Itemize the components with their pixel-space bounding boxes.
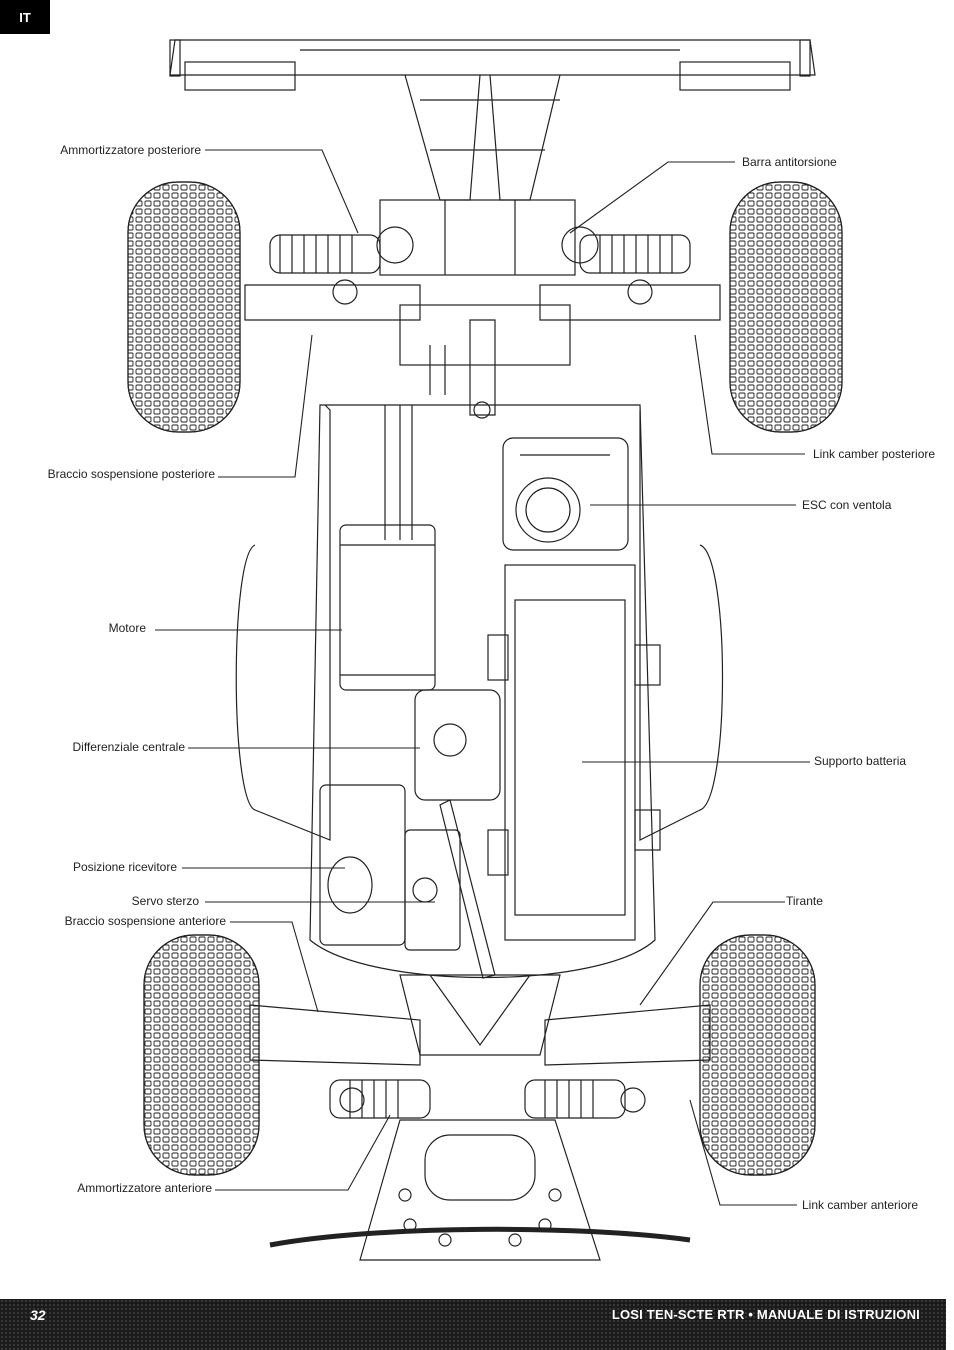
label-center-diff: Differenziale centrale: [72, 740, 185, 754]
front-shock-right: [524, 1079, 646, 1119]
front-shock-left: [329, 1079, 431, 1119]
rear-arm-right: [539, 284, 721, 321]
steering-servo: [404, 829, 461, 951]
label-esc: ESC con ventola: [802, 498, 892, 512]
center-diff: [414, 689, 501, 801]
label-front-shock: Ammortizzatore anteriore: [77, 1181, 212, 1195]
front-tire-left: [143, 934, 260, 1176]
rear-shock-left: [269, 226, 414, 274]
label-rear-shock: Ammortizzatore posteriore: [60, 143, 201, 157]
chassis-right-bumper: [639, 410, 724, 841]
front-arm-right: [544, 1004, 711, 1066]
front-skid-plate: [359, 1119, 601, 1261]
battery-tray: [487, 564, 661, 941]
page-footer: 32 LOSI TEN-SCTE RTR • MANUALE DI ISTRUZ…: [0, 1299, 954, 1350]
motor: [339, 524, 436, 691]
label-receiver: Posizione ricevitore: [72, 860, 177, 874]
label-tie-rod: Tirante: [786, 894, 823, 908]
rear-tire-right: [729, 181, 843, 433]
label-motor: Motore: [108, 621, 146, 635]
front-bulkhead: [399, 974, 561, 1056]
rear-gearbox: [399, 304, 571, 366]
rear-arm-left: [244, 284, 421, 321]
esc: [502, 437, 629, 551]
chassis-diagram: [127, 39, 843, 1261]
rear-tire-left: [127, 181, 241, 433]
label-front-camber-link: Link camber anteriore: [802, 1198, 919, 1212]
footer-edge: [946, 1299, 954, 1350]
receiver-box: [319, 784, 406, 946]
rear-frame: [379, 74, 576, 276]
document-title: LOSI TEN-SCTE RTR • MANUALE DI ISTRUZION…: [611, 1307, 920, 1322]
rear-shock-right: [561, 226, 691, 274]
label-sway-bar: Barra antitorsione: [742, 155, 837, 169]
label-front-arm: Braccio sospensione anteriore: [64, 914, 226, 928]
label-steering-servo: Servo sterzo: [131, 894, 199, 908]
label-battery-tray: Supporto batteria: [814, 754, 907, 768]
leader-lines: [155, 149, 810, 1206]
label-rear-camber-link: Link camber posteriore: [813, 447, 936, 461]
front-tire-right: [699, 934, 816, 1176]
front-arm-left: [249, 1004, 421, 1066]
chassis-plate: [309, 404, 656, 979]
page-number: 32: [30, 1307, 46, 1323]
chassis-left-bumper: [235, 404, 331, 841]
label-rear-arm: Braccio sospensione posteriore: [47, 467, 215, 481]
rear-wing: [169, 39, 816, 91]
language-tab: IT: [0, 0, 50, 34]
